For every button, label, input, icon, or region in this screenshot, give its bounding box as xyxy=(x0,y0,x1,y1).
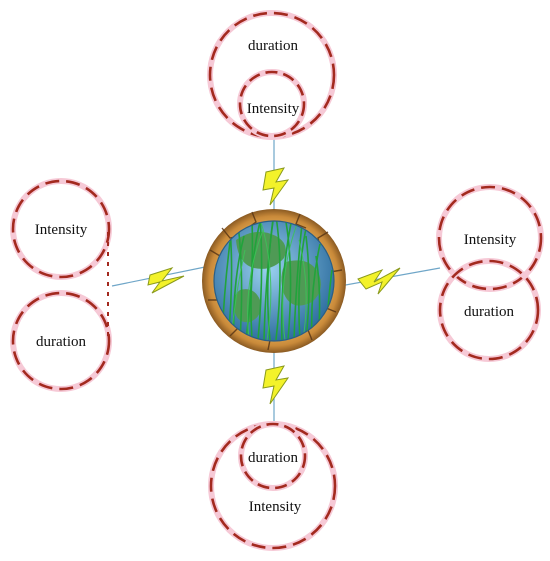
right-duration-label: duration xyxy=(464,304,514,320)
left-cluster: Intensity duration xyxy=(10,178,112,392)
earth-grass-globe-icon xyxy=(202,209,346,353)
right-cluster: Intensity duration xyxy=(436,184,544,362)
lightning-bolts xyxy=(147,167,401,405)
top-duration-label: duration xyxy=(248,38,298,54)
lightning-bolt-icon xyxy=(262,365,290,405)
lightning-bolt-icon xyxy=(147,267,185,294)
top-intensity-label: Intensity xyxy=(247,101,300,117)
left-duration-label: duration xyxy=(36,334,86,350)
lightning-bolt-icon xyxy=(357,267,401,295)
left-intensity-label: Intensity xyxy=(35,222,88,238)
bottom-duration-label: duration xyxy=(248,450,298,466)
right-intensity-label: Intensity xyxy=(464,232,517,248)
bottom-cluster: duration Intensity xyxy=(208,421,338,551)
bottom-intensity-label: Intensity xyxy=(249,499,302,515)
lightning-bolt-icon xyxy=(262,167,290,206)
top-cluster: duration Intensity xyxy=(207,10,337,140)
